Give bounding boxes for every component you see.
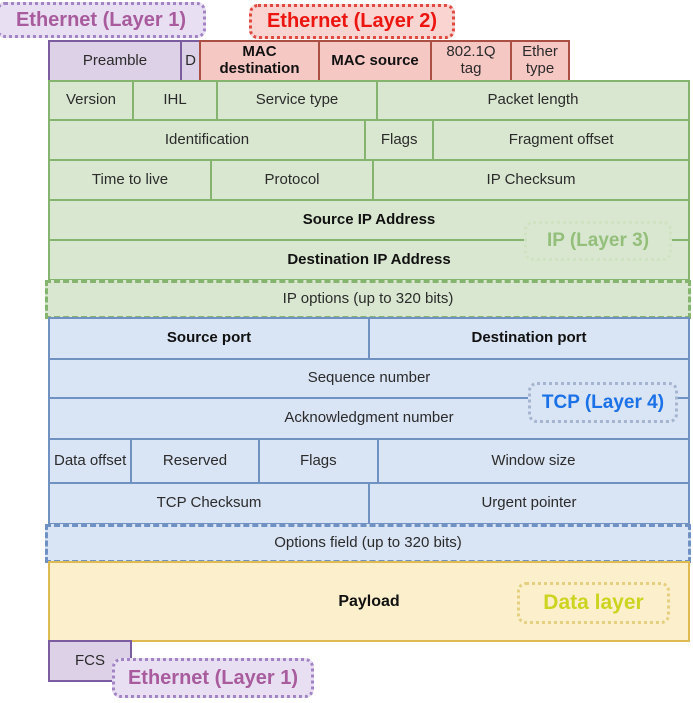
field-ip-source-address: Source IP Address — [48, 199, 690, 241]
tcp-header-row-1: Source port Destination port — [48, 317, 690, 360]
field-ether-type: Ether type — [510, 40, 570, 82]
field-mac-source: MAC source — [318, 40, 432, 82]
field-tcp-reserved: Reserved — [130, 438, 260, 484]
field-tcp-source-port: Source port — [48, 317, 370, 360]
tcp-layer4-label: TCP (Layer 4) — [528, 382, 678, 423]
field-preamble: Preamble — [48, 40, 182, 82]
payload-row: Payload — [48, 561, 690, 642]
field-ip-protocol: Protocol — [210, 159, 374, 201]
ethernet-layer2-label: Ethernet (Layer 2) — [249, 4, 455, 39]
field-tcp-urgent-pointer: Urgent pointer — [368, 482, 690, 525]
field-ip-checksum: IP Checksum — [372, 159, 690, 201]
ip-header-row-4: Source IP Address — [48, 199, 690, 241]
ip-layer3-label: IP (Layer 3) — [524, 221, 672, 261]
ip-options-row: IP options (up to 320 bits) — [45, 280, 691, 319]
ethernet-header-row: Preamble D MAC destination MAC source 80… — [48, 40, 572, 82]
field-ip-flags: Flags — [364, 119, 435, 161]
field-ip-ihl: IHL — [132, 80, 218, 121]
field-tcp-window-size: Window size — [376, 438, 690, 484]
field-ip-version: Version — [48, 80, 134, 121]
field-tcp-data-offset: Data offset — [48, 438, 133, 484]
field-ip-ttl: Time to live — [48, 159, 212, 201]
field-ip-options: IP options (up to 320 bits) — [45, 280, 691, 319]
field-mac-destination: MAC destination — [199, 40, 320, 82]
data-layer-label: Data layer — [517, 582, 670, 624]
field-tcp-options: Options field (up to 320 bits) — [45, 524, 691, 563]
ip-header-row-1: Version IHL Service type Packet length — [48, 80, 690, 121]
field-tcp-destination-port: Destination port — [368, 317, 690, 360]
tcp-header-row-5: TCP Checksum Urgent pointer — [48, 482, 690, 525]
field-tcp-checksum: TCP Checksum — [48, 482, 370, 525]
field-ip-service-type: Service type — [216, 80, 378, 121]
field-sfd: D — [180, 40, 201, 82]
tcp-options-row: Options field (up to 320 bits) — [45, 524, 691, 563]
field-dot1q-tag: 802.1Q tag — [430, 40, 512, 82]
ip-header-row-2: Identification Flags Fragment offset — [48, 119, 690, 161]
ethernet-layer1-label-bottom: Ethernet (Layer 1) — [112, 658, 314, 698]
field-ip-identification: Identification — [48, 119, 366, 161]
field-payload: Payload — [48, 561, 690, 642]
ip-header-row-3: Time to live Protocol IP Checksum — [48, 159, 690, 201]
field-ip-fragment-offset: Fragment offset — [432, 119, 690, 161]
field-ip-packet-length: Packet length — [376, 80, 690, 121]
field-tcp-flags: Flags — [257, 438, 379, 484]
tcp-header-row-4: Data offset Reserved Flags Window size — [48, 438, 690, 484]
ethernet-layer1-label-top: Ethernet (Layer 1) — [0, 2, 206, 38]
